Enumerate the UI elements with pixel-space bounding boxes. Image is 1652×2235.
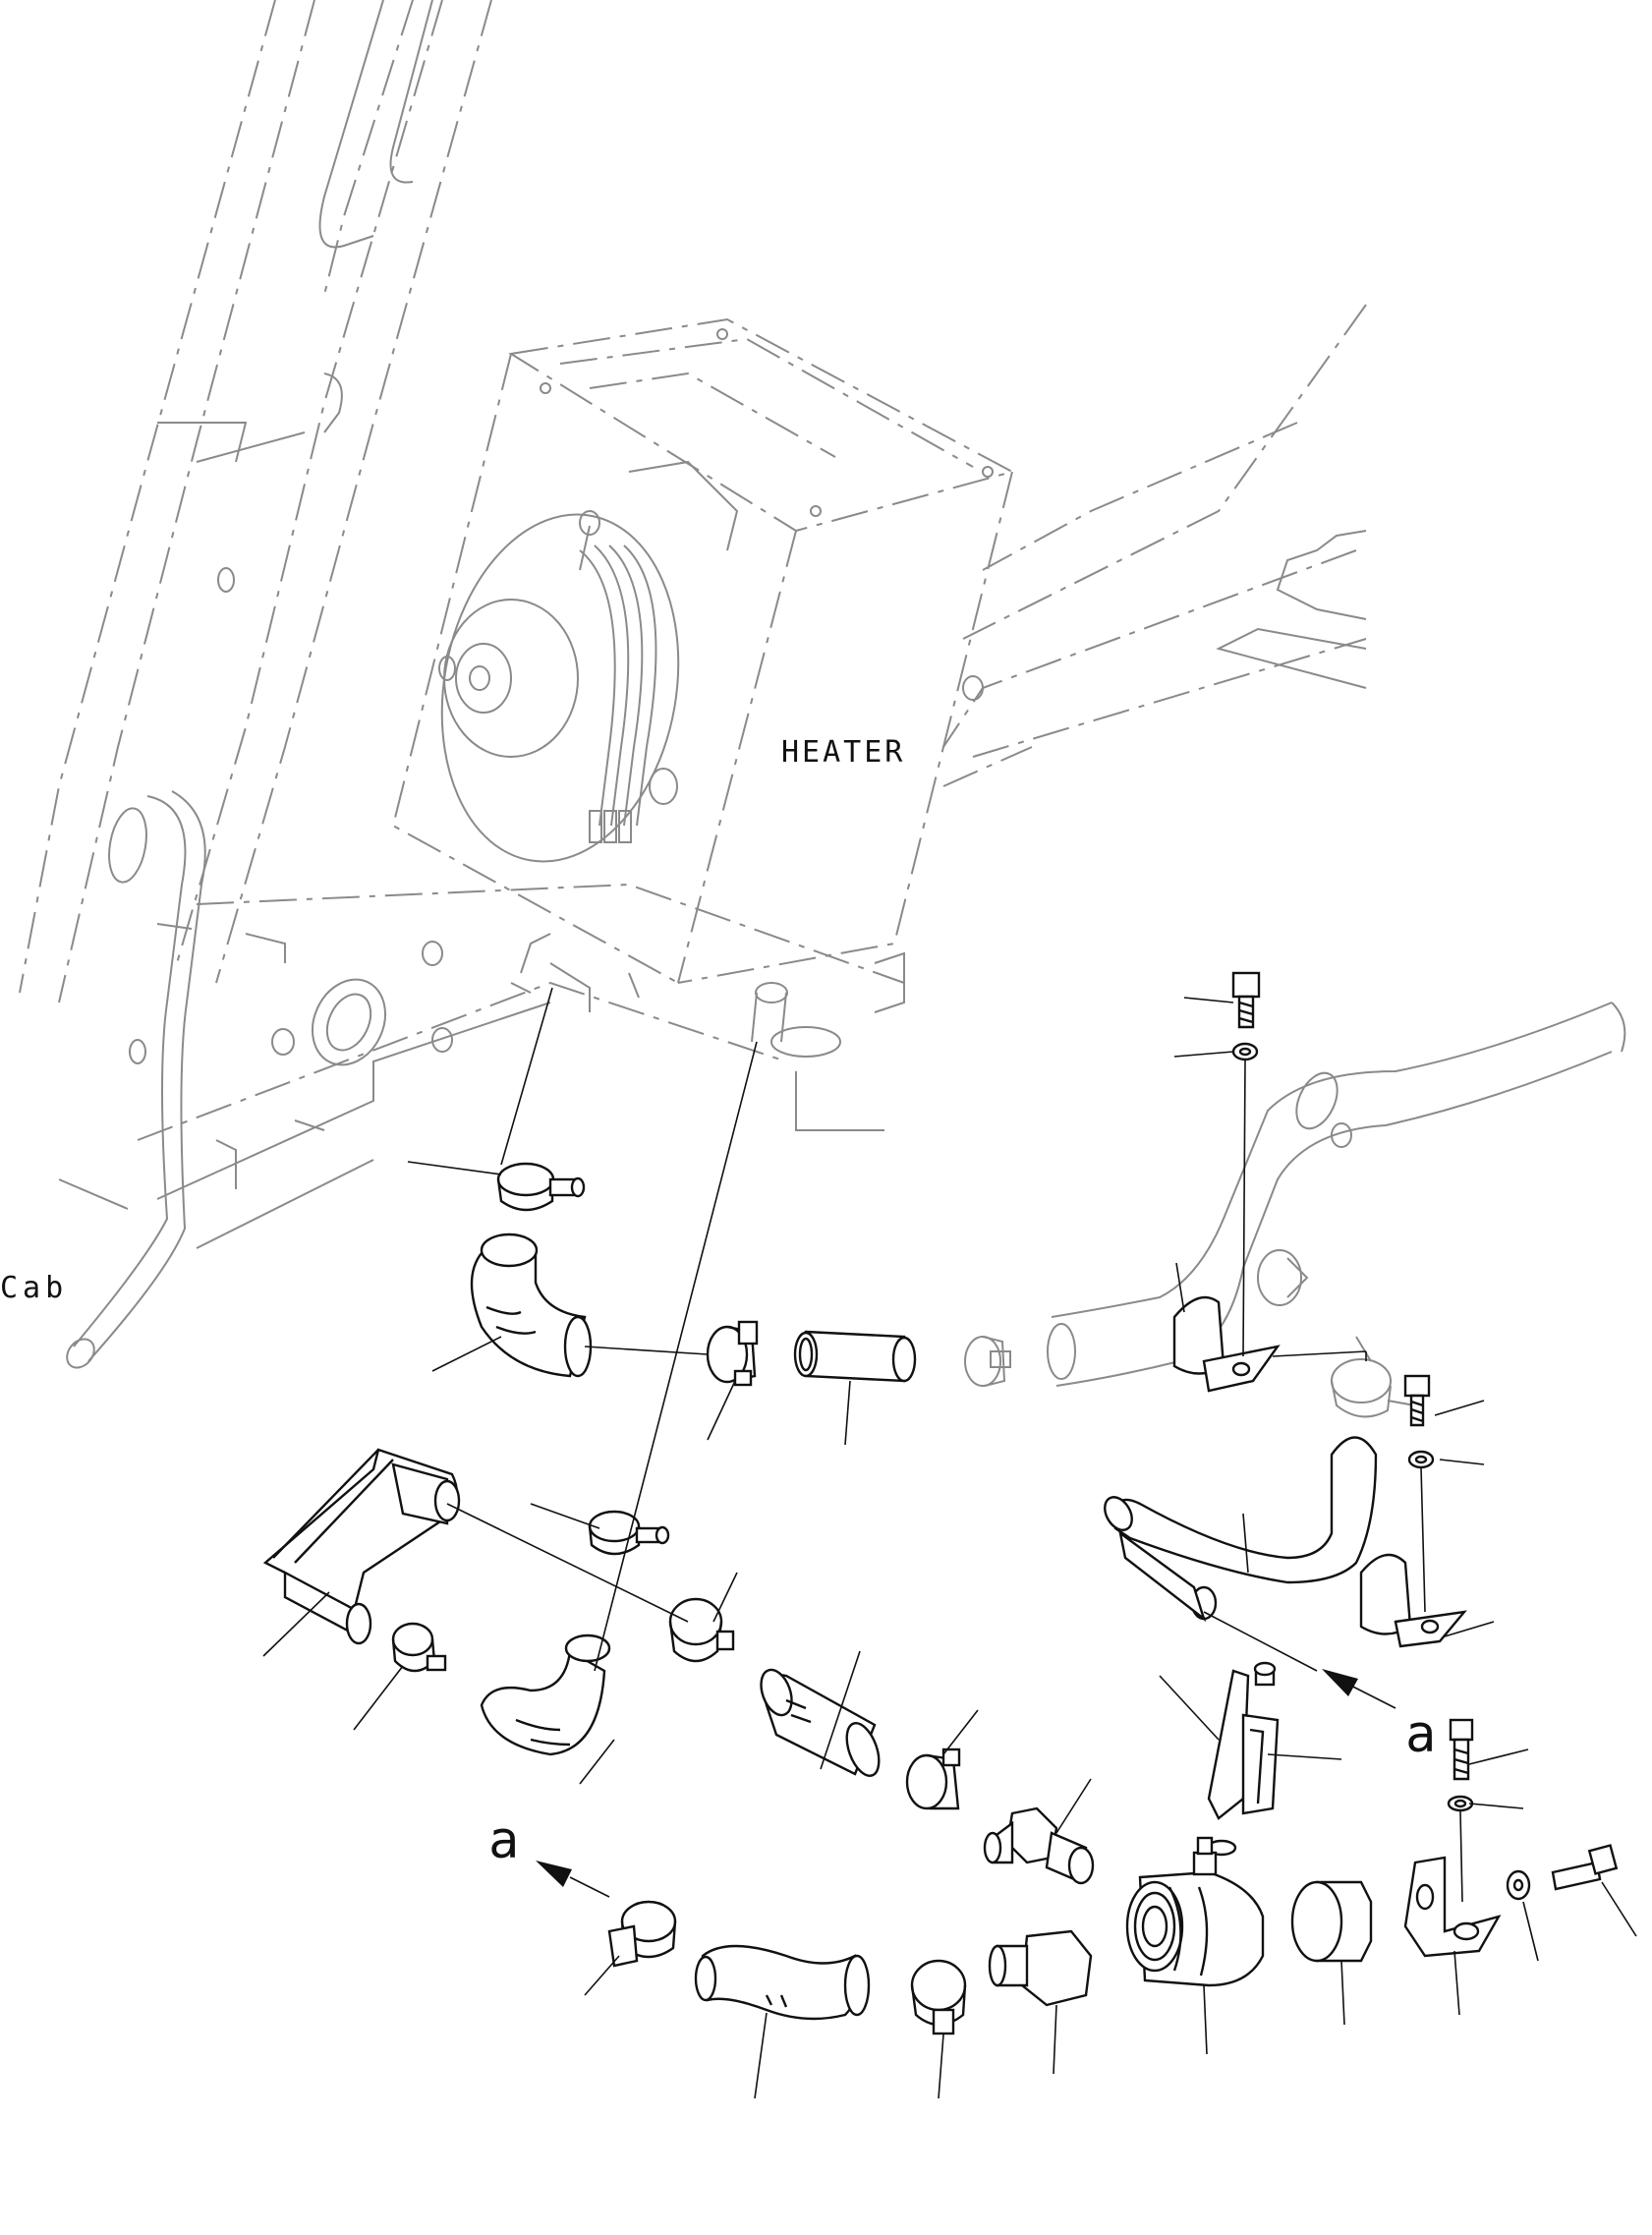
heater-unit bbox=[391, 317, 1015, 1058]
ref-label-a-bottom: a bbox=[488, 1811, 519, 1870]
main-return-tube bbox=[1047, 1002, 1626, 1418]
cab-side-pipe bbox=[66, 790, 206, 1369]
tube-clamp-lower bbox=[1359, 1553, 1467, 1648]
heater-label: HEATER bbox=[781, 735, 905, 770]
hose-clamp-upper bbox=[496, 1162, 586, 1212]
hose-clamp-right bbox=[905, 1748, 961, 1810]
elbow-hose-lower bbox=[480, 1633, 611, 1756]
cab-label: Cab bbox=[0, 1271, 68, 1305]
hose-clamp-tube bbox=[964, 1336, 1011, 1387]
pipe-nipple bbox=[793, 1330, 917, 1383]
washer-right-1 bbox=[1407, 1450, 1435, 1469]
bolt-right-2 bbox=[1449, 1718, 1474, 1781]
ref-label-a-top: a bbox=[1405, 1705, 1436, 1764]
bolt-right-1 bbox=[1403, 1374, 1431, 1427]
hose-clamp-bottom bbox=[910, 1959, 967, 2035]
ball-valve bbox=[1125, 1836, 1265, 1987]
bolt-top bbox=[1231, 971, 1261, 1029]
hex-adapter-lower bbox=[988, 1929, 1093, 2007]
u-bent-tube bbox=[262, 1448, 461, 1645]
reference-arrow-a-top: a bbox=[1322, 1669, 1436, 1764]
washer-right-2 bbox=[1447, 1795, 1474, 1812]
hose-clamp-left bbox=[588, 1510, 670, 1556]
hose-clamp-mid bbox=[706, 1320, 759, 1387]
hose-bottom bbox=[694, 1944, 871, 2021]
hex-adapter-upper bbox=[983, 1806, 1095, 1885]
washer-top bbox=[1231, 1042, 1259, 1061]
hose-clamp-bottom-left bbox=[607, 1900, 677, 1968]
reference-arrow-a-bottom: a bbox=[488, 1811, 610, 1898]
hose-clamp-center bbox=[668, 1597, 735, 1663]
bolt-lower bbox=[1551, 1844, 1619, 1891]
cap-plug bbox=[1290, 1880, 1373, 1963]
elbow-hose-upper bbox=[470, 1232, 593, 1378]
valve-bracket bbox=[1207, 1661, 1280, 1820]
cab-frame bbox=[19, 0, 1367, 1249]
bent-tube-lower bbox=[1104, 1436, 1378, 1623]
hose-clamp-lower-left bbox=[391, 1622, 447, 1673]
tube-clamp-bracket bbox=[1172, 1295, 1281, 1393]
mounting-bracket bbox=[1403, 1856, 1502, 1958]
straight-hose bbox=[760, 1668, 881, 1777]
leader-lines bbox=[262, 987, 1637, 2099]
washer-lower bbox=[1506, 1869, 1531, 1901]
